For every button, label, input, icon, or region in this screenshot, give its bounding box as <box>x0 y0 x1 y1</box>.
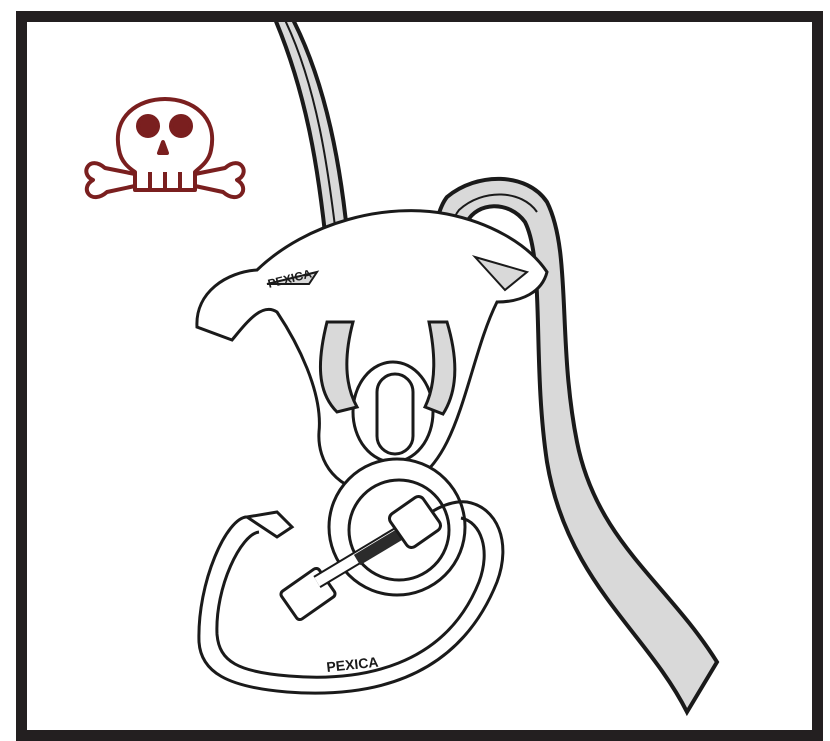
belay-device-illustration: PEXICA PEXICA <box>27 22 812 730</box>
skull-crossbones-icon <box>86 99 243 197</box>
illustration-frame: PEXICA PEXICA <box>16 11 823 741</box>
